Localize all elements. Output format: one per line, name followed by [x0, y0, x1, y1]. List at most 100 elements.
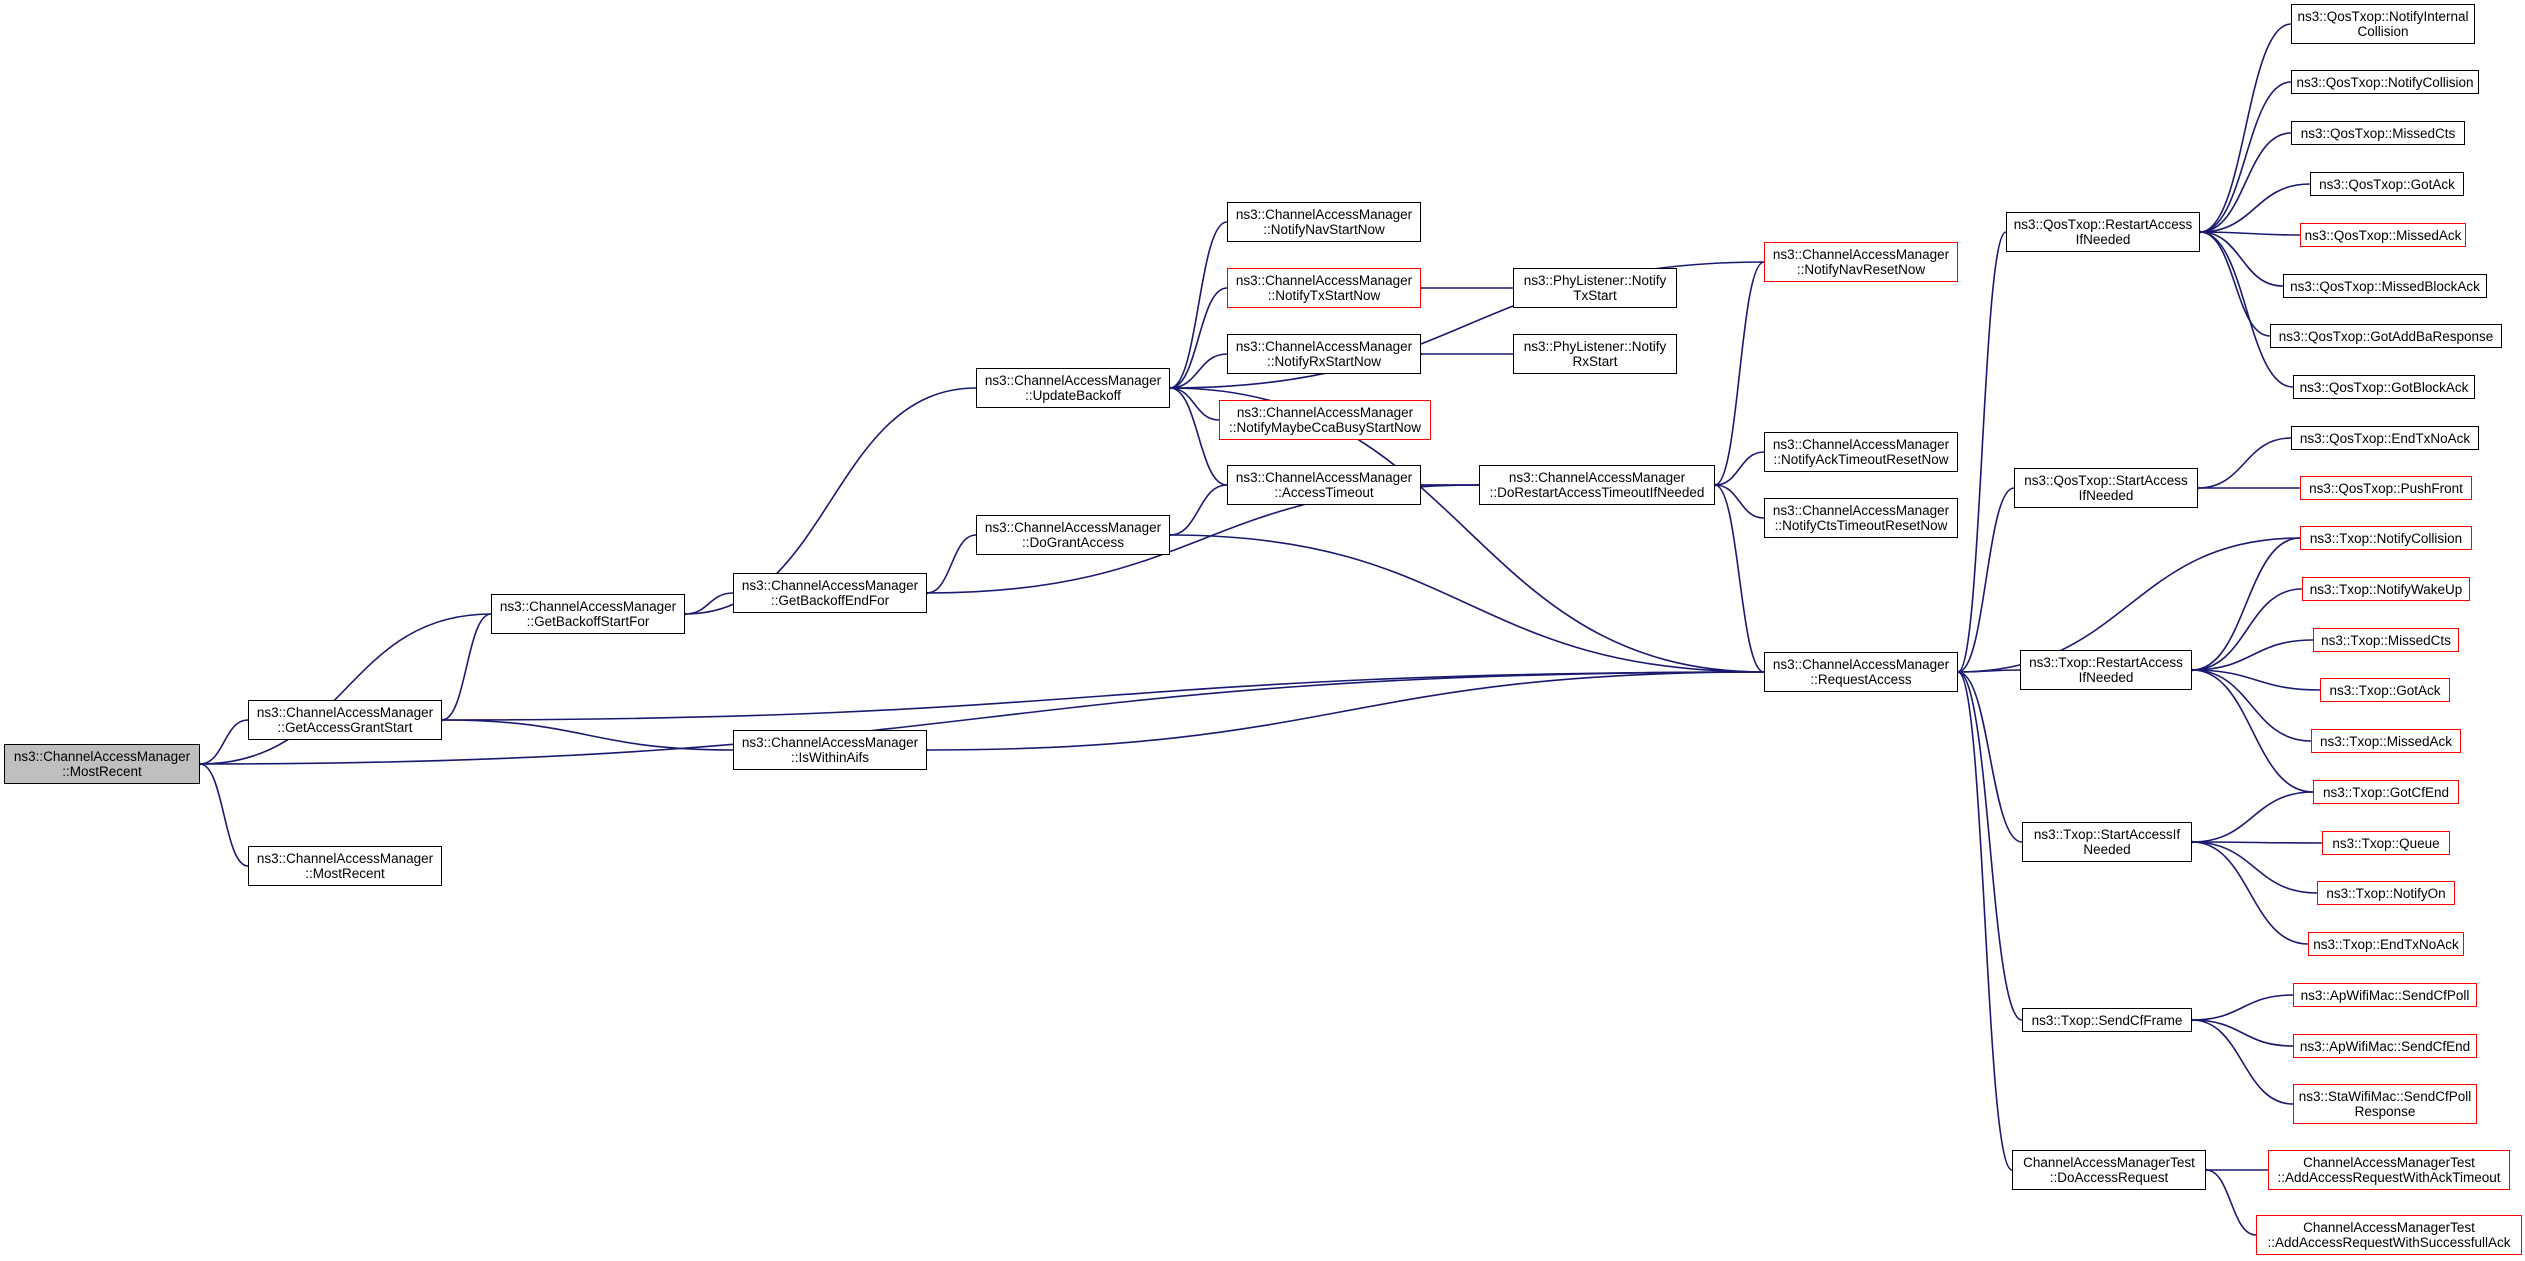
node-iswithinaifs[interactable]: ns3::ChannelAccessManager::IsWithinAifs: [733, 730, 927, 770]
node-label-line: ::GetAccessGrantStart: [277, 720, 413, 735]
node-getbackoffstartfor[interactable]: ns3::ChannelAccessManager::GetBackoffSta…: [491, 594, 685, 634]
call-edge-qos_notifyinternalcollision-to-qos_restartaccess: [2200, 23, 2292, 232]
node-qostxop-pushfront[interactable]: ns3::QosTxop::PushFront: [2300, 476, 2472, 500]
call-edge-requestaccess-to-dorestartaccess: [1715, 485, 1765, 673]
node-label-line: ns3::PhyListener::Notify: [1523, 273, 1667, 288]
node-notifynavstartnow[interactable]: ns3::ChannelAccessManager::NotifyNavStar…: [1227, 202, 1421, 242]
node-dorestartaccesstimeoutifneeded[interactable]: ns3::ChannelAccessManager::DoRestartAcce…: [1479, 465, 1715, 505]
node-txop-endtxnoack[interactable]: ns3::Txop::EndTxNoAck: [2308, 932, 2464, 956]
node-qostxop-gotack[interactable]: ns3::QosTxop::GotAck: [2310, 172, 2464, 196]
node-txop-notifywakeup[interactable]: ns3::Txop::NotifyWakeUp: [2302, 577, 2470, 601]
node-getaccessgrantstart[interactable]: ns3::ChannelAccessManager::GetAccessGran…: [248, 700, 442, 740]
call-edge-qos_restartaccess-to-requestaccess: [1958, 231, 2007, 672]
call-edge-getbackoffendfor-to-getbackoffstartfor: [685, 592, 734, 614]
node-accesstimeout[interactable]: ns3::ChannelAccessManager::AccessTimeout: [1227, 465, 1421, 505]
node-dograntaccess[interactable]: ns3::ChannelAccessManager::DoGrantAccess: [976, 515, 1170, 555]
node-mostrecent-overload[interactable]: ns3::ChannelAccessManager::MostRecent: [248, 846, 442, 886]
node-label-line: ::AddAccessRequestWithSuccessfullAck: [2267, 1235, 2511, 1250]
node-requestaccess[interactable]: ns3::ChannelAccessManager::RequestAccess: [1764, 652, 1958, 692]
node-txop-notifyon[interactable]: ns3::Txop::NotifyOn: [2317, 881, 2455, 905]
node-updatebackoff[interactable]: ns3::ChannelAccessManager::UpdateBackoff: [976, 368, 1170, 408]
call-edge-stawifimac_sendcfpollresponse-to-txop_sendcfframe: [2192, 1020, 2294, 1105]
node-label-line: ns3::ChannelAccessManager: [741, 578, 919, 593]
node-label-line: ns3::QosTxop::GotAck: [2319, 176, 2455, 192]
call-edge-txop_gotack-to-txop_restartaccess: [2192, 670, 2321, 691]
node-txop-gotcfend[interactable]: ns3::Txop::GotCfEnd: [2313, 780, 2459, 804]
node-label-line: ns3::ChannelAccessManager: [1508, 470, 1686, 485]
node-notifynavresetnow[interactable]: ns3::ChannelAccessManager::NotifyNavRese…: [1764, 242, 1958, 282]
node-txop-notifycollision[interactable]: ns3::Txop::NotifyCollision: [2300, 526, 2472, 550]
node-label-line: ns3::QosTxop::MissedAck: [2304, 227, 2462, 243]
node-label-line: ns3::QosTxop::EndTxNoAck: [2299, 430, 2471, 446]
call-edge-requestaccess-to-iswithinaifs: [927, 671, 1765, 750]
node-notifyrxstartnow[interactable]: ns3::ChannelAccessManager::NotifyRxStart…: [1227, 334, 1421, 374]
call-edge-txop_notifyon-to-txop_startaccess: [2192, 842, 2318, 894]
node-apwifimac-sendcfend[interactable]: ns3::ApWifiMac::SendCfEnd: [2293, 1034, 2477, 1058]
call-edge-qos_missedblockack-to-qos_restartaccess: [2200, 232, 2284, 287]
node-label-line: ns3::QosTxop::PushFront: [2309, 480, 2463, 496]
node-notifytxstartnow[interactable]: ns3::ChannelAccessManager::NotifyTxStart…: [1227, 268, 1421, 308]
node-qostxop-missedblockack[interactable]: ns3::QosTxop::MissedBlockAck: [2283, 274, 2487, 298]
node-label-line: ns3::ChannelAccessManager: [984, 520, 1162, 535]
node-qostxop-gotaddbaresponse[interactable]: ns3::QosTxop::GotAddBaResponse: [2270, 324, 2502, 348]
node-label-line: ns3::Txop::NotifyOn: [2326, 885, 2446, 901]
node-notifyctstimeoutresetnow[interactable]: ns3::ChannelAccessManager::NotifyCtsTime…: [1764, 498, 1958, 538]
node-apwifimac-sendcfpoll[interactable]: ns3::ApWifiMac::SendCfPoll: [2293, 983, 2477, 1007]
node-test-doaccessrequest[interactable]: ChannelAccessManagerTest::DoAccessReques…: [2012, 1150, 2206, 1190]
node-qostxop-missedack[interactable]: ns3::QosTxop::MissedAck: [2300, 223, 2466, 247]
node-txop-gotack[interactable]: ns3::Txop::GotAck: [2320, 678, 2450, 702]
node-test-addaccessrequestwithsuccessfullack[interactable]: ChannelAccessManagerTest::AddAccessReque…: [2256, 1215, 2522, 1255]
call-edge-test_doaccessrequest-to-requestaccess: [1958, 672, 2013, 1171]
node-qostxop-endtxnoack[interactable]: ns3::QosTxop::EndTxNoAck: [2291, 426, 2479, 450]
node-qostxop-gotblockack[interactable]: ns3::QosTxop::GotBlockAck: [2293, 375, 2475, 399]
node-label-line: ::GetBackoffEndFor: [770, 593, 890, 608]
node-notifymaybeccabusystartnow[interactable]: ns3::ChannelAccessManager::NotifyMaybeCc…: [1219, 400, 1431, 440]
node-label-line: ::NotifyNavStartNow: [1263, 222, 1385, 237]
node-txop-missedcts[interactable]: ns3::Txop::MissedCts: [2313, 628, 2459, 652]
call-edge-txop_missedack-to-txop_restartaccess: [2192, 670, 2312, 742]
node-test-addaccessrequestwithacktimeout[interactable]: ChannelAccessManagerTest::AddAccessReque…: [2268, 1150, 2510, 1190]
node-getbackoffendfor[interactable]: ns3::ChannelAccessManager::GetBackoffEnd…: [733, 573, 927, 613]
call-edge-getbackoffstartfor-to-getaccessgrantstart: [442, 613, 492, 720]
node-label-line: ::DoAccessRequest: [2049, 1170, 2169, 1185]
node-label-line: ns3::PhyListener::Notify: [1523, 339, 1667, 354]
node-label-line: ::MostRecent: [305, 866, 385, 881]
node-notifyacktimeoutresetnow[interactable]: ns3::ChannelAccessManager::NotifyAckTime…: [1764, 432, 1958, 472]
node-label-line: ns3::QosTxop::GotBlockAck: [2299, 379, 2469, 395]
call-edge-qos_missedcts-to-qos_restartaccess: [2200, 132, 2292, 232]
call-edge-apwifimac_sendcfend-to-txop_sendcfframe: [2192, 1020, 2294, 1047]
call-edge-txop_notifywakeup-to-txop_restartaccess: [2192, 588, 2303, 670]
node-label-line: Collision: [2357, 24, 2409, 39]
call-edge-requestaccess-to-getaccessgrantstart: [442, 671, 1765, 720]
node-label-line: IfNeeded: [2078, 670, 2134, 685]
call-edge-notifynavresetnow-to-dorestartaccess: [1715, 261, 1765, 485]
call-edge-notifyctstimeoutresetnow-to-dorestartaccess: [1715, 485, 1765, 519]
call-edge-qos_missedack-to-qos_restartaccess: [2200, 232, 2301, 235]
node-qostxop-notifycollision[interactable]: ns3::QosTxop::NotifyCollision: [2291, 70, 2479, 94]
call-edge-accesstimeout-to-updatebackoff: [1170, 388, 1228, 486]
node-label-line: ns3::ChannelAccessManager: [1235, 273, 1413, 288]
node-txop-missedack[interactable]: ns3::Txop::MissedAck: [2311, 729, 2461, 753]
call-edge-accesstimeout-to-dograntaccess: [1170, 484, 1228, 535]
node-label-line: ns3::Txop::EndTxNoAck: [2313, 936, 2459, 952]
call-edge-notifynavstartnow-to-updatebackoff: [1170, 221, 1228, 388]
call-edge-mostrecent_2-to-mostrecent_main: [200, 764, 249, 867]
node-label-line: ns3::ApWifiMac::SendCfPoll: [2300, 987, 2470, 1003]
node-label-line: ns3::Txop::GotAck: [2329, 682, 2441, 698]
node-qostxop-missedcts[interactable]: ns3::QosTxop::MissedCts: [2291, 121, 2465, 145]
node-label-line: ::NotifyNavResetNow: [1796, 262, 1926, 277]
node-txop-sendcfframe[interactable]: ns3::Txop::SendCfFrame: [2022, 1008, 2192, 1032]
node-txop-queue[interactable]: ns3::Txop::Queue: [2322, 831, 2450, 855]
node-label-line: ::GetBackoffStartFor: [526, 614, 650, 629]
node-label-line: ns3::ChannelAccessManager: [1235, 339, 1413, 354]
node-label-line: ns3::Txop::MissedCts: [2321, 632, 2451, 648]
node-label-line: ns3::Txop::NotifyCollision: [2309, 530, 2463, 546]
